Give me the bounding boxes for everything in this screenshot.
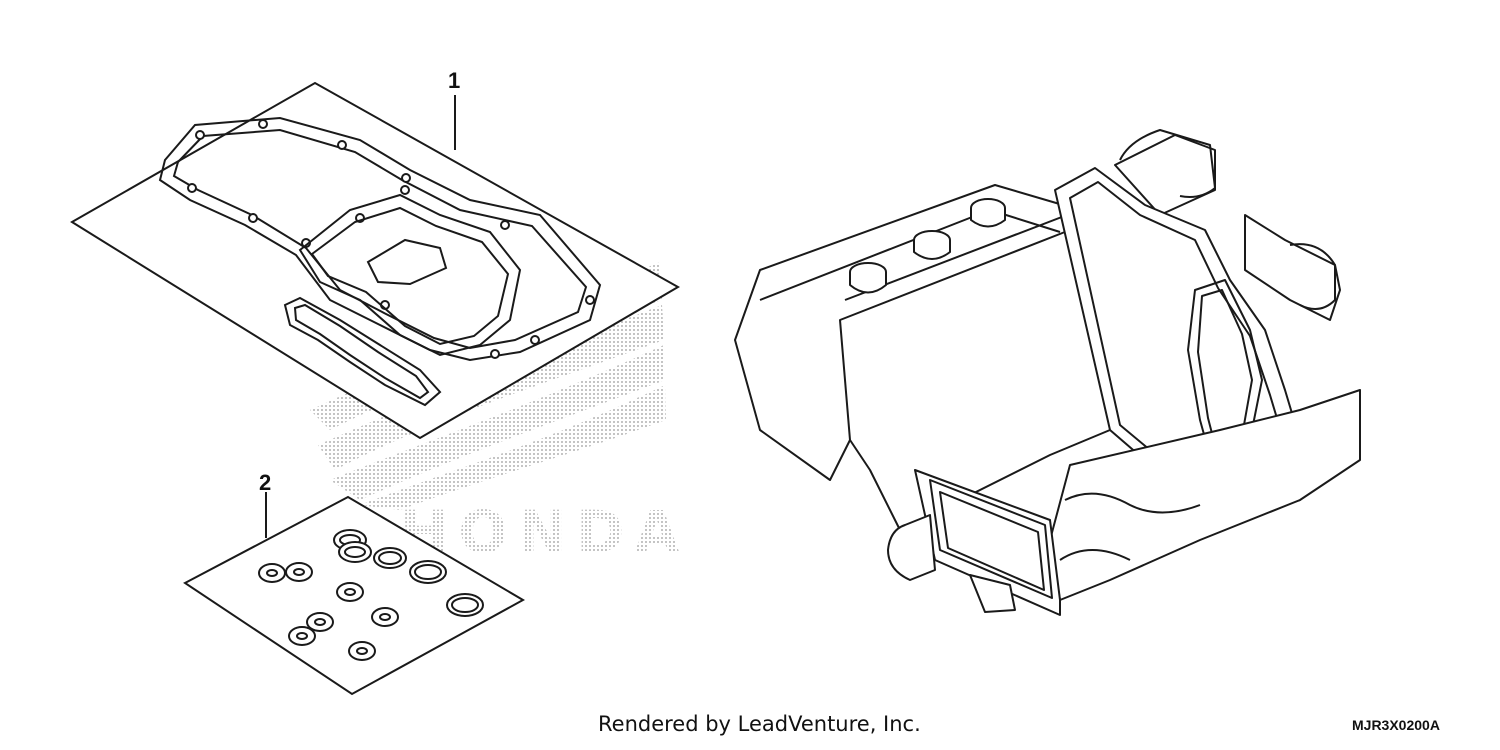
render-credit: Rendered by LeadVenture, Inc. xyxy=(598,712,921,736)
callout-part-2: 2 xyxy=(259,470,272,495)
oil-pan-gasket xyxy=(298,193,522,357)
main-gasket xyxy=(158,116,602,362)
callout-part-1: 1 xyxy=(448,68,461,93)
gasket-bolt-holes xyxy=(187,119,595,359)
engine-block-illustration xyxy=(734,129,1361,616)
side-cover-gasket xyxy=(283,296,442,407)
o-rings-and-washers xyxy=(258,529,484,661)
diagram-reference-code: MJR3X0200A xyxy=(1352,717,1440,733)
